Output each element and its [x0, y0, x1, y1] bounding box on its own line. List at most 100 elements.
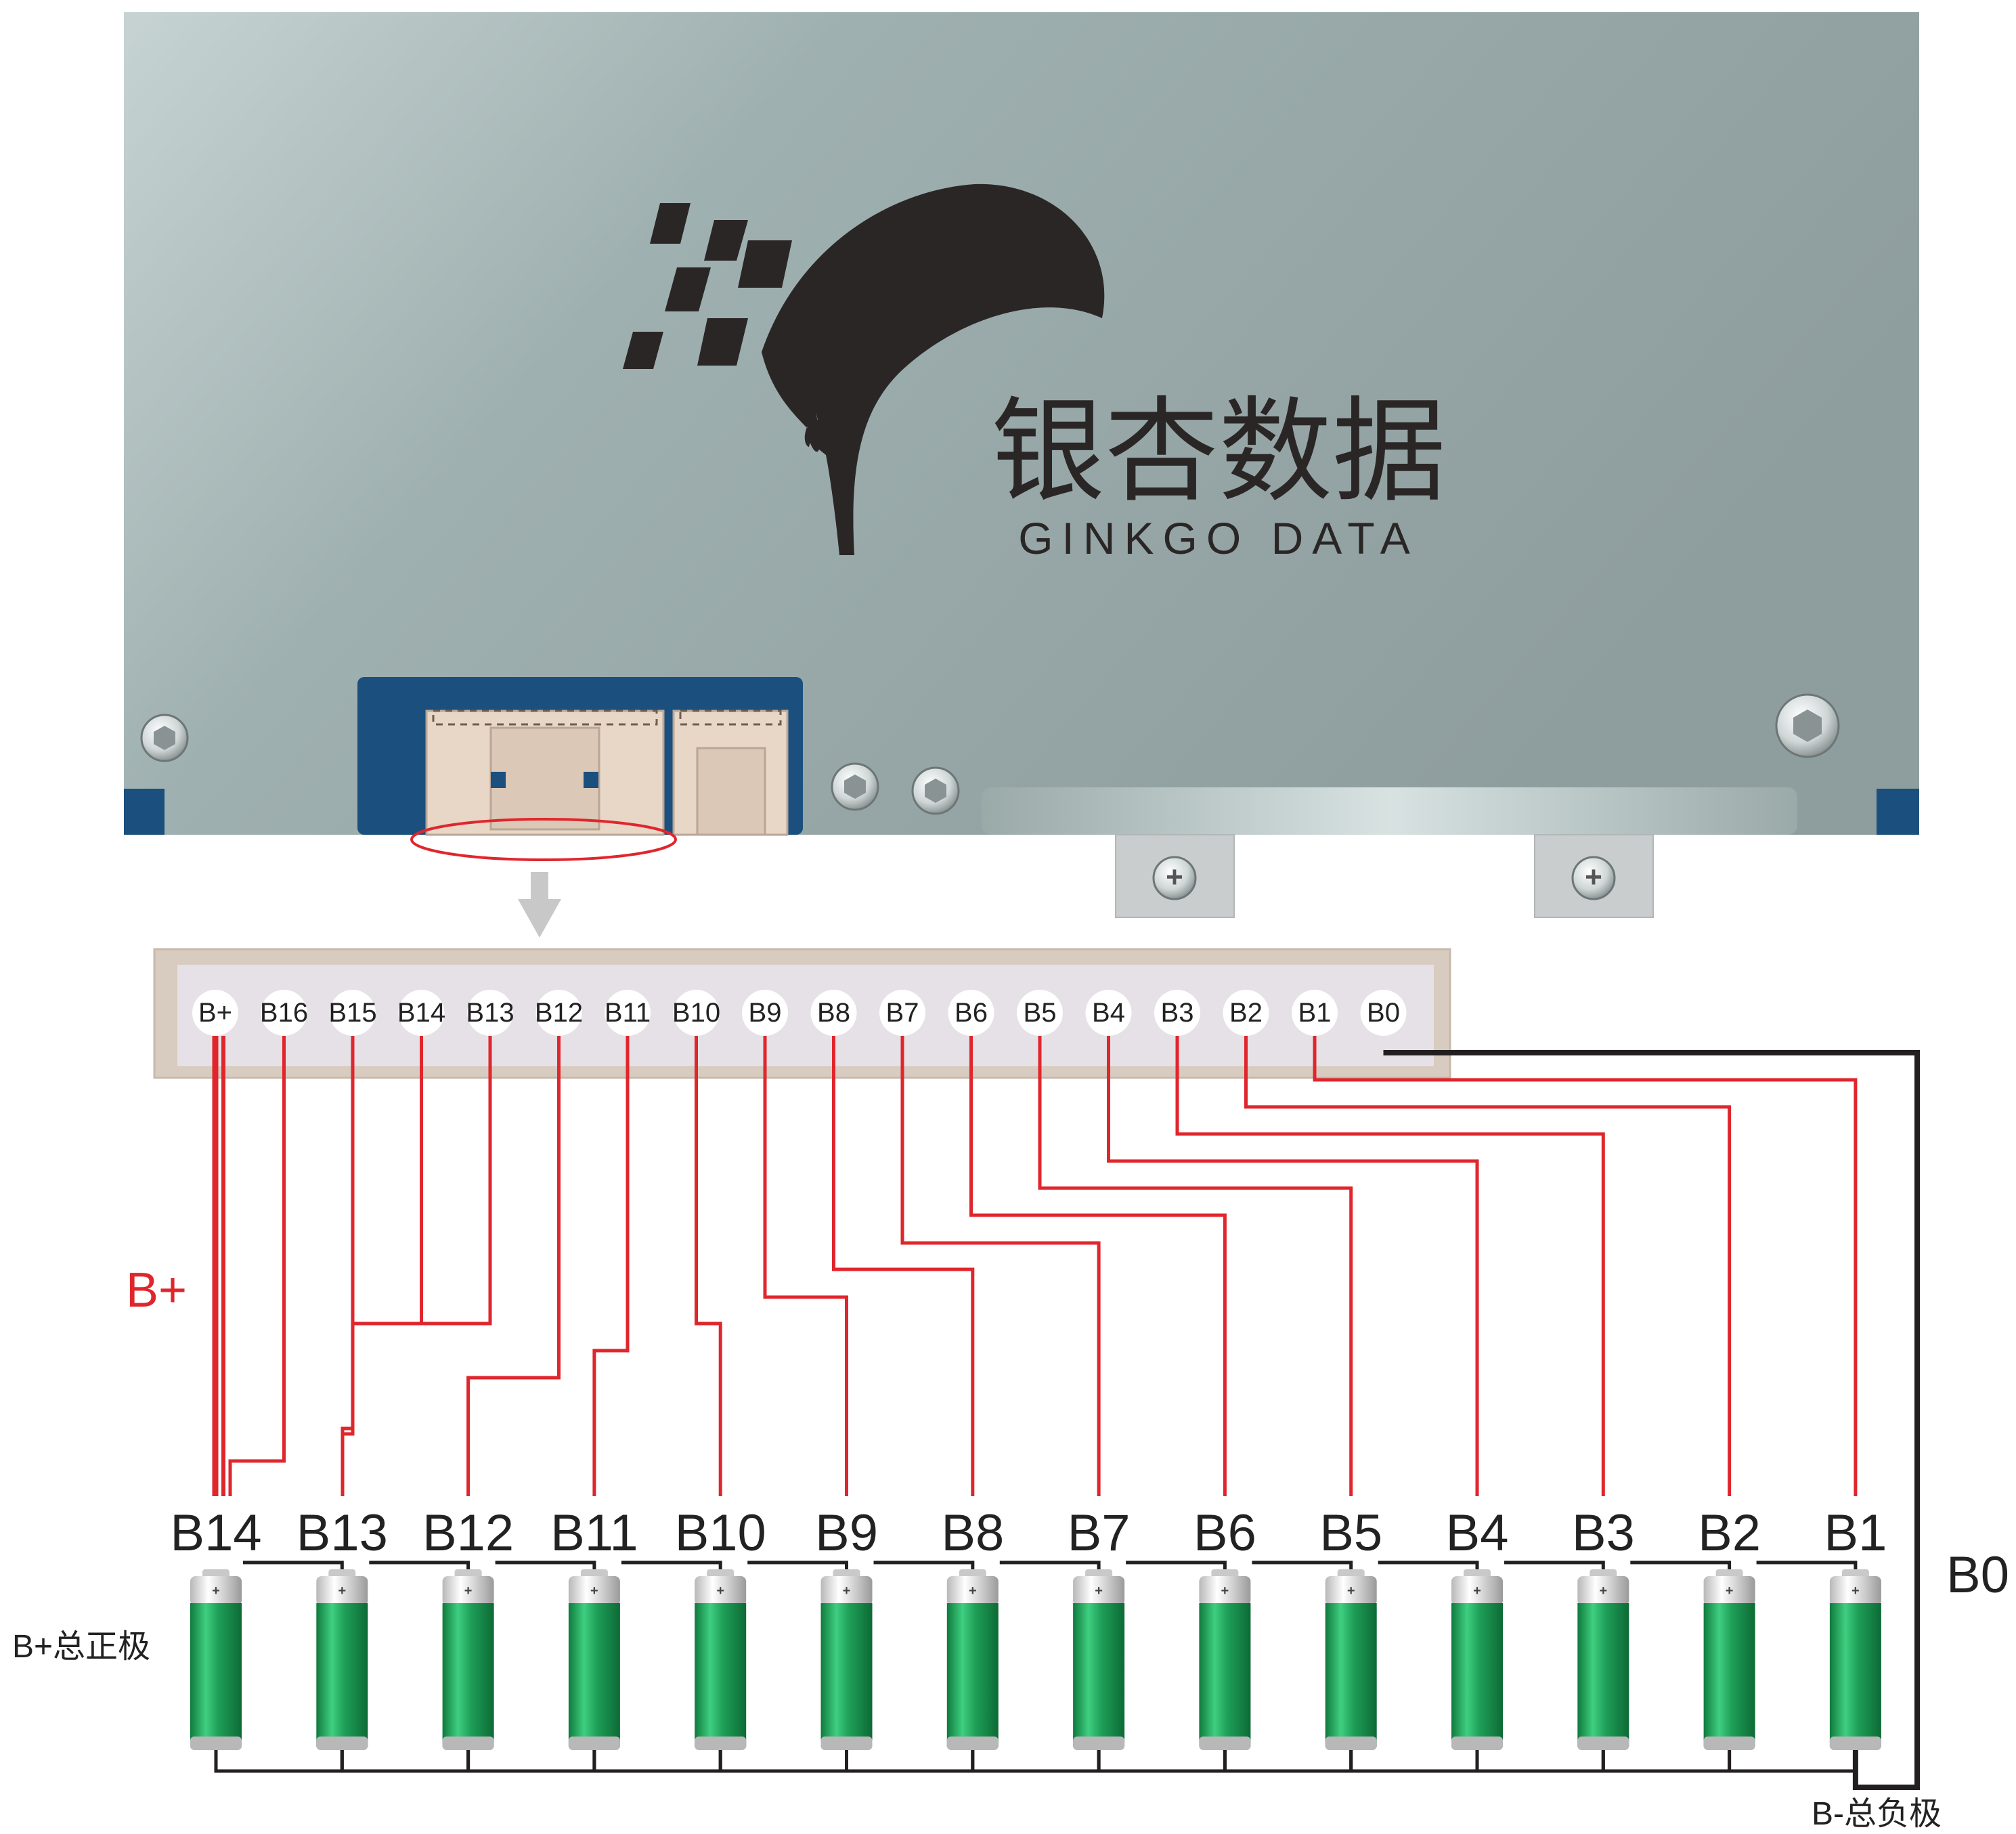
battery-plus-icon: + [338, 1584, 346, 1598]
series-link-bottom [718, 1750, 848, 1773]
battery-plus-icon: + [969, 1584, 977, 1598]
battery-cell: B9 + [815, 1504, 878, 1750]
cell-label: B7 [1068, 1504, 1131, 1562]
battery-pack: B14+B13+B12+B11+B10+B9+B8+B7+B6+B5+B4+B3… [170, 1504, 1887, 1750]
battery-plus-icon: + [464, 1584, 473, 1598]
battery-base [1703, 1737, 1755, 1750]
battery-plus-icon: + [1221, 1584, 1229, 1598]
battery-cap [190, 1576, 242, 1606]
b-plus-total-label: B+总正极 [12, 1629, 150, 1665]
battery-base [1073, 1737, 1125, 1750]
series-link-bottom [1601, 1750, 1732, 1773]
sense-wire-b16 [228, 1036, 286, 1496]
battery-plus-icon: + [843, 1584, 851, 1598]
pin-circle [330, 990, 376, 1036]
pin-circle [1154, 990, 1200, 1036]
series-link-bottom [592, 1750, 722, 1773]
series-link-bottom [214, 1750, 344, 1773]
series-link-top [1252, 1560, 1353, 1572]
cell-label: B8 [941, 1504, 1004, 1562]
b-plus-label: B+ [126, 1263, 187, 1317]
battery-cap [1703, 1576, 1755, 1606]
battery-base [820, 1737, 873, 1750]
pin-b14: B14 [397, 990, 445, 1036]
arrow-down-icon [518, 872, 561, 938]
pin-label: B0 [1367, 998, 1400, 1028]
sense-wire-b3 [1175, 1036, 1605, 1496]
sense-wire-b4 [1107, 1036, 1479, 1496]
battery-cap [1577, 1576, 1629, 1606]
series-link-bottom [1728, 1750, 1858, 1773]
screw-icon [1775, 693, 1840, 758]
connector-highlight [410, 818, 677, 861]
battery-cell: B3+ [1572, 1504, 1635, 1750]
series-link-bottom [845, 1750, 975, 1773]
battery-plus-icon: + [590, 1584, 598, 1598]
series-link-top [1504, 1560, 1605, 1572]
series-link-bottom [1349, 1750, 1479, 1773]
battery-cell: B2 + [1698, 1504, 1761, 1750]
pin-label: B7 [886, 998, 919, 1028]
pin-b12: B12 [535, 990, 583, 1036]
battery-body [442, 1603, 494, 1747]
brand-name-cn: 银杏数据 [991, 388, 1446, 515]
cell-label: B12 [422, 1504, 514, 1562]
pin-b9: B9 [742, 990, 788, 1036]
pin-label: B14 [397, 998, 445, 1028]
series-link-top [495, 1560, 596, 1572]
battery-plus-icon: + [1095, 1584, 1103, 1598]
pin-label: B2 [1229, 998, 1263, 1028]
pin-b11: B11 [605, 990, 651, 1036]
battery-base [1325, 1737, 1377, 1750]
cell-label: B4 [1446, 1504, 1509, 1562]
series-link-top [243, 1560, 344, 1572]
pin-circle [879, 990, 925, 1036]
battery-cell: B7 + [1068, 1504, 1131, 1750]
cell-label: B5 [1319, 1504, 1382, 1562]
pin-b0: B0 [1360, 990, 1407, 1036]
cell-label: B9 [815, 1504, 878, 1562]
b13-join-wire [341, 1324, 355, 1436]
battery-body [820, 1603, 873, 1747]
battery-body [316, 1603, 368, 1747]
pin-b1: B1 [1292, 990, 1338, 1036]
balance-connector [425, 709, 665, 836]
series-link-top [999, 1560, 1101, 1572]
battery-body [1451, 1603, 1503, 1747]
battery-cell: B6+ [1193, 1504, 1256, 1750]
battery-cap [1325, 1576, 1377, 1606]
battery-plus-icon: + [1726, 1584, 1734, 1598]
pcb-edge-right [1877, 789, 1919, 835]
battery-base [442, 1737, 494, 1750]
battery-base [1829, 1737, 1881, 1750]
pin-b13: B13 [466, 990, 514, 1036]
pin-b8: B8 [810, 990, 857, 1036]
pin-circle [1017, 990, 1063, 1036]
pin-label: B15 [328, 998, 376, 1028]
cell-label: B2 [1698, 1504, 1761, 1562]
pin-circle [1360, 990, 1407, 1036]
battery-body [1577, 1603, 1629, 1747]
battery-body [1829, 1603, 1881, 1747]
series-link-top [1126, 1560, 1227, 1572]
battery-cap [568, 1576, 620, 1606]
series-link-top [1378, 1560, 1479, 1572]
cell-label: B11 [550, 1504, 638, 1562]
battery-body [1703, 1603, 1755, 1747]
screw-icon [831, 762, 879, 811]
pin-b15: B15 [328, 990, 377, 1036]
series-link-top [1756, 1560, 1858, 1572]
screw-icon [140, 714, 189, 762]
sense-wire-b9 [763, 1036, 848, 1496]
pin-label: B13 [466, 998, 514, 1028]
pin-circle [810, 990, 857, 1036]
pin-circle [398, 990, 445, 1036]
pin-label: B9 [749, 998, 782, 1028]
wires [212, 1036, 1920, 1790]
battery-cell: B14+ [170, 1504, 262, 1750]
pin-label: B1 [1298, 998, 1332, 1028]
battery-cell: B8 + [941, 1504, 1004, 1750]
